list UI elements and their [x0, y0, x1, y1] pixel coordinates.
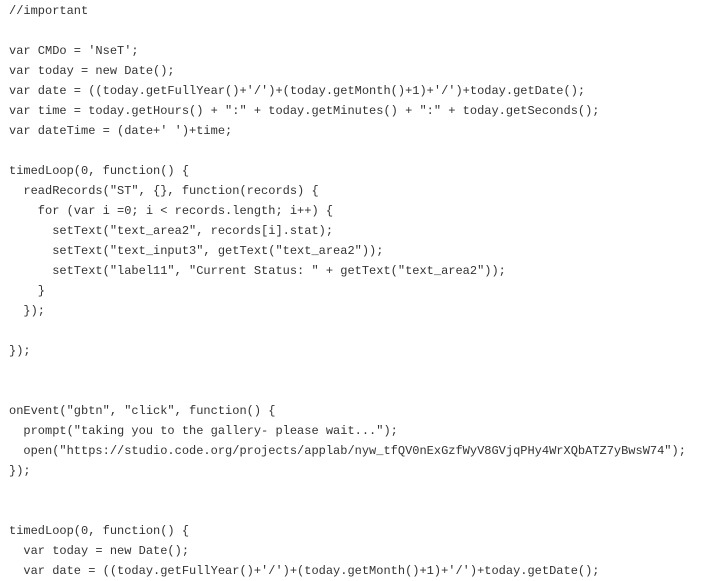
code-line: var time = today.getHours() + ":" + toda… [9, 104, 600, 118]
code-line: for (var i =0; i < records.length; i++) … [9, 204, 334, 218]
code-line: }); [9, 464, 31, 478]
code-line: var CMDo = 'NseT'; [9, 44, 139, 58]
code-line: var date = ((today.getFullYear()+'/')+(t… [9, 84, 586, 98]
code-line: var today = new Date(); [9, 544, 190, 558]
code-line: }); [9, 304, 46, 318]
code-line: setText("label11", "Current Status: " + … [9, 264, 506, 278]
code-line [9, 501, 716, 521]
code-line: var today = new Date(); [9, 64, 175, 78]
code-line: timedLoop(0, function() { [9, 164, 190, 178]
code-line: onEvent("gbtn", "click", function() { [9, 404, 276, 418]
code-line: } [9, 284, 46, 298]
code-line: open("https://studio.code.org/projects/a… [9, 444, 686, 458]
code-line [9, 381, 716, 401]
code-line [9, 141, 716, 161]
code-line: timedLoop(0, function() { [9, 524, 190, 538]
code-line: setText("text_input3", getText("text_are… [9, 244, 384, 258]
code-line [9, 481, 716, 501]
code-line: var date = ((today.getFullYear()+'/')+(t… [9, 564, 600, 578]
code-line: readRecords("ST", {}, function(records) … [9, 184, 319, 198]
code-line: setText("text_area2", records[i].stat); [9, 224, 334, 238]
code-line: prompt("taking you to the gallery- pleas… [9, 424, 398, 438]
code-line: //important [9, 4, 89, 18]
code-line: var dateTime = (date+' ')+time; [9, 124, 233, 138]
code-line [9, 361, 716, 381]
code-line [9, 321, 716, 341]
code-line: }); [9, 344, 31, 358]
code-line [9, 21, 716, 41]
